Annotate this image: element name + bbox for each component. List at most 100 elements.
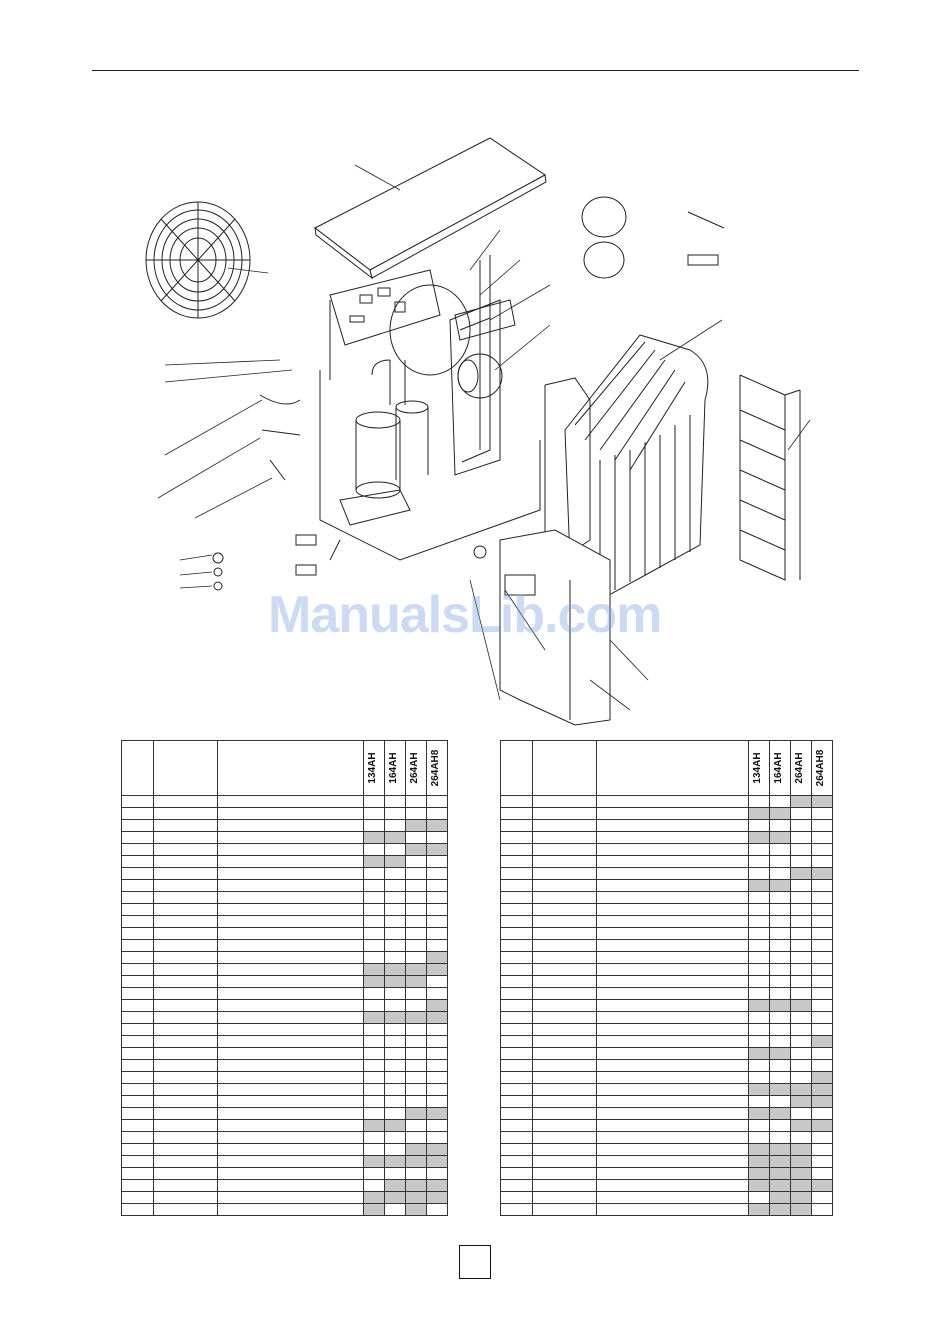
table-row	[121, 1095, 448, 1108]
table-cell	[121, 975, 154, 988]
model-availability-cell	[384, 1071, 406, 1084]
model-availability-cell	[384, 831, 406, 844]
table-cell	[499, 1119, 534, 1132]
table-cell	[532, 939, 598, 952]
model-availability-cell	[747, 963, 770, 976]
model-availability-cell	[363, 1071, 385, 1084]
model-availability-cell	[747, 819, 770, 832]
model-availability-cell	[384, 855, 406, 868]
model-availability-cell	[384, 975, 406, 988]
table-cell	[153, 1143, 218, 1156]
model-availability-cell	[405, 1011, 427, 1024]
table-row	[121, 1203, 448, 1216]
table-cell	[217, 1083, 364, 1096]
table-cell	[217, 915, 364, 928]
model-availability-cell	[426, 1167, 448, 1180]
table-cell	[499, 879, 534, 892]
model-availability-cell	[768, 999, 791, 1012]
table-cell	[153, 1203, 218, 1216]
table-cell	[596, 1191, 749, 1204]
model-availability-cell	[768, 795, 791, 808]
model-availability-cell	[426, 939, 448, 952]
model-availability-cell	[747, 867, 770, 880]
table-cell	[153, 1035, 218, 1048]
header-cell-index	[499, 740, 534, 796]
table-cell	[499, 975, 534, 988]
model-availability-cell	[768, 1071, 791, 1084]
table-cell	[217, 1155, 364, 1168]
model-availability-cell	[363, 987, 385, 1000]
model-availability-cell	[768, 927, 791, 940]
model-availability-cell	[405, 1167, 427, 1180]
model-availability-cell	[810, 975, 834, 988]
model-availability-cell	[810, 1059, 834, 1072]
table-cell	[153, 855, 218, 868]
table-cell	[153, 1131, 218, 1144]
table-cell	[217, 903, 364, 916]
table-cell	[217, 831, 364, 844]
model-availability-cell	[810, 1155, 834, 1168]
model-availability-cell	[789, 1059, 812, 1072]
model-availability-cell	[384, 807, 406, 820]
model-availability-cell	[768, 807, 791, 820]
model-availability-cell	[789, 795, 812, 808]
table-cell	[596, 1071, 749, 1084]
model-column-header: 264AH8	[426, 740, 448, 796]
model-availability-cell	[405, 819, 427, 832]
model-availability-cell	[810, 879, 834, 892]
model-availability-cell	[747, 1035, 770, 1048]
model-column-header: 264AH8	[810, 740, 834, 796]
table-cell	[499, 819, 534, 832]
table-row	[121, 819, 448, 832]
table-row	[499, 999, 834, 1012]
table-cell	[121, 1059, 154, 1072]
model-availability-cell	[747, 999, 770, 1012]
model-availability-cell	[747, 1179, 770, 1192]
table-row	[121, 891, 448, 904]
model-availability-cell	[426, 1107, 448, 1120]
table-row	[499, 1203, 834, 1216]
model-availability-cell	[747, 1071, 770, 1084]
table-cell	[217, 1167, 364, 1180]
table-row	[499, 951, 834, 964]
model-availability-cell	[789, 819, 812, 832]
table-cell	[121, 1011, 154, 1024]
model-availability-cell	[810, 867, 834, 880]
model-availability-cell	[384, 1191, 406, 1204]
model-availability-cell	[426, 999, 448, 1012]
model-availability-cell	[768, 1059, 791, 1072]
table-row	[121, 1023, 448, 1036]
table-cell	[596, 1047, 749, 1060]
table-cell	[153, 831, 218, 844]
model-availability-cell	[426, 879, 448, 892]
table-cell	[217, 1059, 364, 1072]
model-availability-cell	[810, 819, 834, 832]
table-row	[121, 867, 448, 880]
model-availability-cell	[426, 915, 448, 928]
model-availability-cell	[789, 903, 812, 916]
table-cell	[217, 963, 364, 976]
table-row	[499, 987, 834, 1000]
model-availability-cell	[747, 1143, 770, 1156]
table-row	[121, 975, 448, 988]
table-cell	[217, 1047, 364, 1060]
model-availability-cell	[747, 1155, 770, 1168]
table-cell	[217, 975, 364, 988]
table-cell	[596, 939, 749, 952]
model-availability-cell	[810, 1047, 834, 1060]
model-availability-cell	[747, 1191, 770, 1204]
table-cell	[121, 1191, 154, 1204]
table-cell	[532, 1155, 598, 1168]
table-cell	[499, 1023, 534, 1036]
model-availability-cell	[405, 1179, 427, 1192]
table-cell	[217, 855, 364, 868]
header-cell-code	[532, 740, 598, 796]
table-row	[499, 807, 834, 820]
table-cell	[121, 819, 154, 832]
model-availability-cell	[426, 975, 448, 988]
model-availability-cell	[405, 975, 427, 988]
model-availability-cell	[405, 1203, 427, 1216]
table-cell	[153, 795, 218, 808]
table-cell	[217, 987, 364, 1000]
table-cell	[153, 819, 218, 832]
